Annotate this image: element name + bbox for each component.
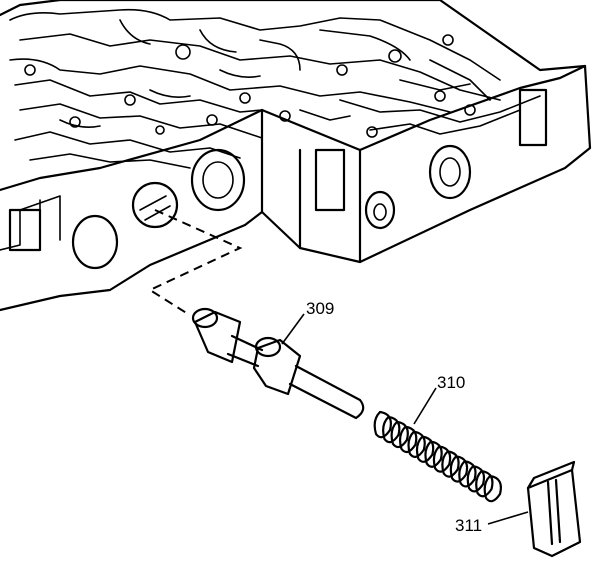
bore-center [190, 148, 246, 212]
top-face-holes [24, 34, 476, 138]
valve-309 [191, 307, 365, 420]
alignment-line [147, 209, 243, 315]
leader-310 [413, 387, 437, 425]
spring-310 [373, 410, 502, 503]
retainer-body [526, 468, 582, 558]
retainer-slot [526, 460, 576, 546]
bolt-slots [8, 88, 548, 252]
bore-right-large [428, 144, 472, 200]
retainer-311 [526, 460, 582, 558]
callout-311: 311 [455, 516, 482, 535]
slot-right [518, 88, 548, 147]
valve-rear-land [193, 310, 242, 364]
callout-309: 309 [306, 299, 334, 318]
right-block-edge [358, 64, 587, 152]
bore-holes [71, 144, 472, 270]
corner-edges [260, 108, 362, 264]
valve-body-outline [0, 0, 592, 312]
bore-target [131, 181, 179, 229]
callout-310: 310 [437, 373, 465, 392]
valve-front-land [252, 338, 302, 396]
valve-body [0, 0, 592, 312]
front-edge [0, 108, 362, 192]
slot-left [8, 208, 42, 252]
leader-309 [281, 313, 305, 345]
leader-311 [487, 511, 529, 525]
valve-stem [288, 364, 365, 420]
slot-center [314, 148, 346, 212]
callouts: 309 310 311 [281, 299, 529, 535]
spring-coils [373, 410, 502, 503]
bore-left [71, 214, 119, 270]
bore-right-small [364, 190, 396, 230]
oil-passages [9, 8, 541, 169]
